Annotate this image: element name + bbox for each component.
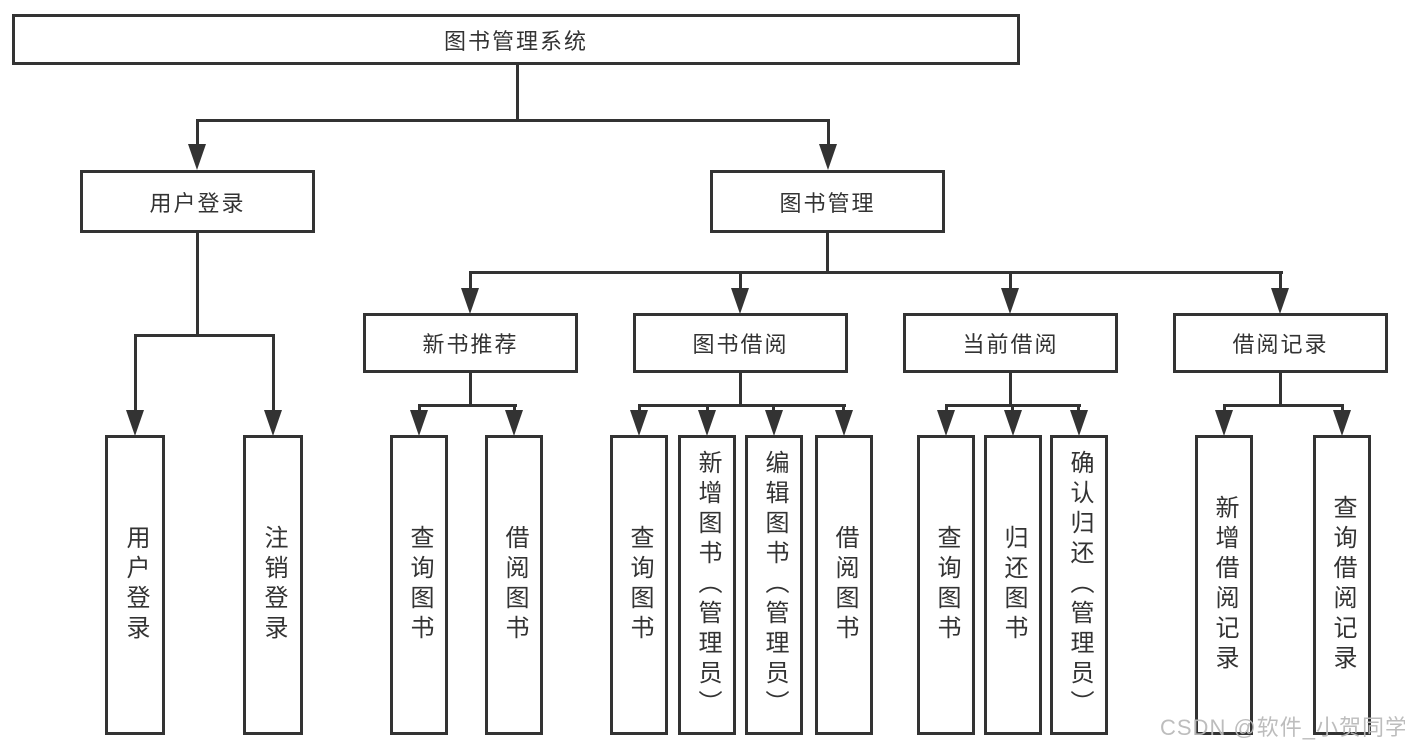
arrow-down-icon	[1001, 288, 1019, 314]
connector-line	[513, 404, 516, 414]
leaf-borrow-books-recommend: 借阅图书	[485, 435, 543, 735]
arrow-down-icon	[731, 288, 749, 314]
node-book-borrow: 图书借阅	[633, 313, 848, 373]
connector-line	[469, 271, 472, 291]
node-book-management-label: 图书管理	[779, 190, 876, 216]
node-user-login-label: 用户登录	[149, 190, 246, 216]
connector-line	[1077, 404, 1080, 414]
leaf-edit-book-admin: 编辑图书（管理员）	[745, 435, 803, 735]
node-new-book-recommend-label: 新书推荐	[422, 332, 519, 357]
connector-line	[196, 119, 199, 147]
arrow-down-icon	[505, 410, 523, 436]
connector-line	[272, 334, 275, 412]
leaf-add-borrow-record: 新增借阅记录	[1195, 435, 1253, 735]
connector-line	[842, 404, 845, 414]
connector-line	[1223, 404, 1344, 407]
leaf-borrow-books: 借阅图书	[815, 435, 873, 735]
leaf-return-book-label: 归还图书	[1000, 525, 1027, 645]
leaf-confirm-return-admin-label: 确认归还（管理员）	[1066, 450, 1093, 720]
connector-line	[945, 404, 948, 414]
arrow-down-icon	[630, 410, 648, 436]
connector-line	[469, 371, 472, 407]
connector-line	[1009, 371, 1012, 407]
arrow-down-icon	[835, 410, 853, 436]
watermark: CSDN @软件_小贺同学	[1160, 715, 1405, 740]
leaf-query-books-current-label: 查询图书	[933, 525, 960, 645]
arrow-down-icon	[264, 410, 282, 436]
node-root-label: 图书管理系统	[443, 28, 588, 54]
leaf-return-book: 归还图书	[984, 435, 1042, 735]
connector-line	[134, 334, 275, 337]
node-root: 图书管理系统	[12, 14, 1020, 65]
leaf-confirm-return-admin: 确认归还（管理员）	[1050, 435, 1108, 735]
connector-line	[134, 334, 137, 412]
connector-line	[739, 371, 742, 407]
connector-line	[1279, 271, 1282, 291]
connector-line	[516, 64, 519, 122]
connector-line	[1279, 371, 1282, 407]
leaf-query-books-borrow: 查询图书	[610, 435, 668, 735]
node-new-book-recommend: 新书推荐	[363, 313, 578, 373]
leaf-query-books-recommend-label: 查询图书	[406, 525, 433, 645]
connector-line	[772, 404, 775, 414]
connector-line	[196, 119, 830, 122]
connector-line	[1011, 404, 1014, 414]
node-borrow-records: 借阅记录	[1173, 313, 1388, 373]
arrow-down-icon	[1215, 410, 1233, 436]
connector-line	[418, 404, 517, 407]
leaf-query-borrow-record: 查询借阅记录	[1313, 435, 1371, 735]
node-current-borrow: 当前借阅	[903, 313, 1118, 373]
leaf-query-books-borrow-label: 查询图书	[626, 525, 653, 645]
leaf-logout-label: 注销登录	[260, 525, 287, 645]
arrow-down-icon	[937, 410, 955, 436]
arrow-down-icon	[1333, 410, 1351, 436]
arrow-down-icon	[1004, 410, 1022, 436]
leaf-logout: 注销登录	[243, 435, 303, 735]
leaf-query-books-recommend: 查询图书	[390, 435, 448, 735]
arrow-down-icon	[461, 288, 479, 314]
node-user-login: 用户登录	[80, 170, 315, 233]
leaf-query-books-current: 查询图书	[917, 435, 975, 735]
connector-line	[827, 119, 830, 147]
arrow-down-icon	[410, 410, 428, 436]
connector-line	[1223, 404, 1226, 414]
connector-line	[739, 271, 742, 291]
connector-line	[1009, 271, 1012, 291]
leaf-user-login: 用户登录	[105, 435, 165, 735]
leaf-edit-book-admin-label: 编辑图书（管理员）	[761, 450, 788, 720]
arrow-down-icon	[1271, 288, 1289, 314]
leaf-borrow-books-label: 借阅图书	[831, 525, 858, 645]
connector-line	[1341, 404, 1344, 414]
arrow-down-icon	[188, 144, 206, 170]
connector-line	[638, 404, 641, 414]
connector-line	[826, 231, 829, 274]
connector-line	[706, 404, 709, 414]
leaf-add-borrow-record-label: 新增借阅记录	[1211, 495, 1238, 675]
node-book-borrow-label: 图书借阅	[692, 332, 789, 357]
arrow-down-icon	[765, 410, 783, 436]
node-borrow-records-label: 借阅记录	[1232, 332, 1329, 357]
leaf-query-borrow-record-label: 查询借阅记录	[1329, 495, 1356, 675]
arrow-down-icon	[819, 144, 837, 170]
leaf-borrow-books-recommend-label: 借阅图书	[501, 525, 528, 645]
connector-line	[418, 404, 421, 414]
arrow-down-icon	[126, 410, 144, 436]
connector-line	[469, 271, 1283, 274]
arrow-down-icon	[1070, 410, 1088, 436]
leaf-add-book-admin: 新增图书（管理员）	[678, 435, 736, 735]
arrow-down-icon	[698, 410, 716, 436]
connector-line	[196, 231, 199, 336]
connector-line	[638, 404, 846, 407]
leaf-add-book-admin-label: 新增图书（管理员）	[694, 450, 721, 720]
node-book-management: 图书管理	[710, 170, 945, 233]
leaf-user-login-label: 用户登录	[122, 525, 149, 645]
node-current-borrow-label: 当前借阅	[962, 332, 1059, 357]
